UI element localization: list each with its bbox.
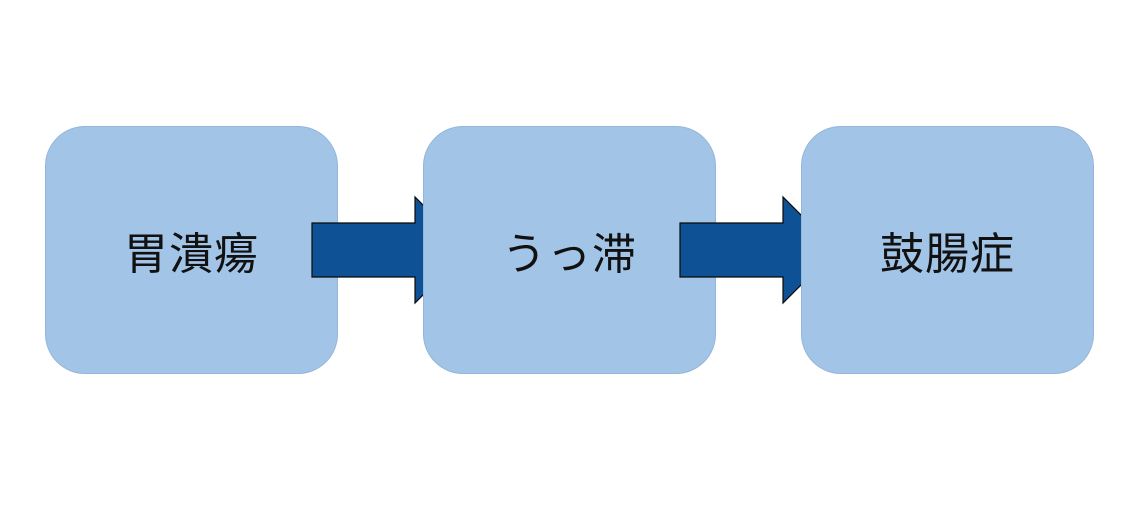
step-box-3: 鼓腸症	[801, 126, 1094, 374]
step-box-2: うっ滞	[423, 126, 716, 374]
step-box-1: 胃潰瘍	[45, 126, 338, 374]
step-label-3: 鼓腸症	[880, 229, 1015, 280]
step-label-2: うっ滞	[502, 229, 637, 280]
step-label-1: 胃潰瘍	[124, 229, 259, 280]
